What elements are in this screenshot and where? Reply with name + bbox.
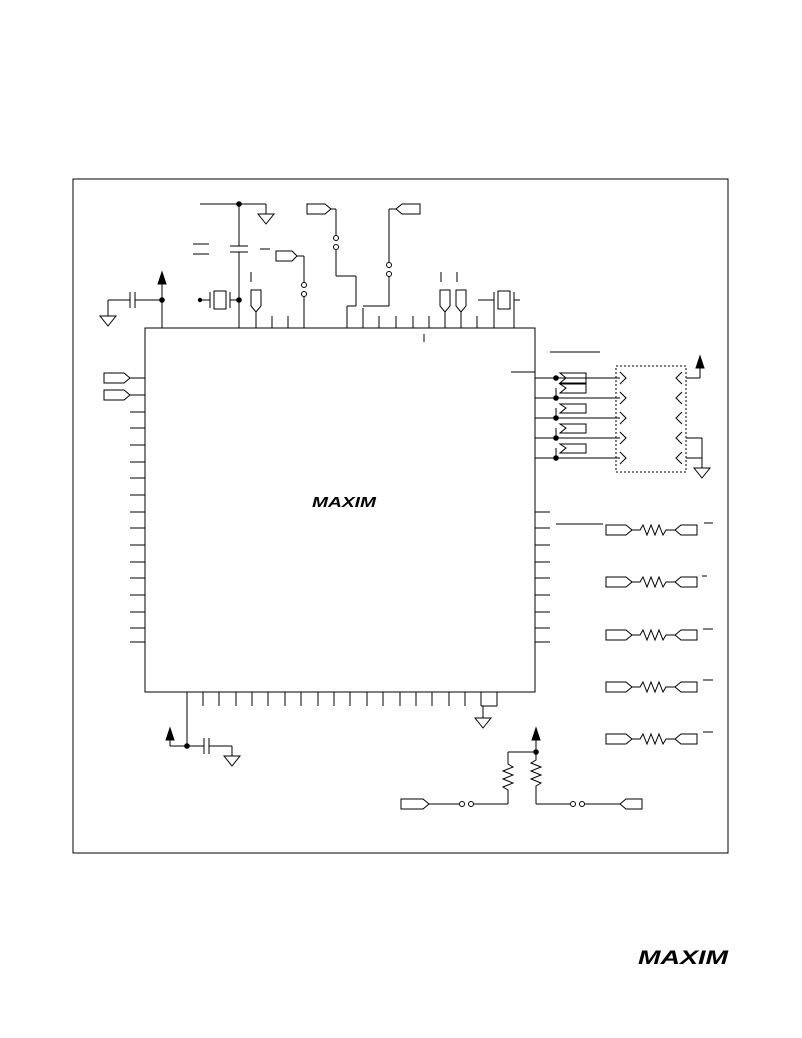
header-pins [619,354,712,479]
bottom-left-decoupling [165,706,242,767]
junction-dots [159,201,539,755]
bottom-pins [186,692,498,706]
right-output-bus [535,351,620,459]
resistor-rows [556,522,713,746]
right-pins [511,371,550,643]
right-output-dots [553,375,559,461]
crystal-right [478,290,520,310]
top-left-decoupling [98,270,167,327]
top-power-rail [193,203,276,300]
ic-body [144,327,536,693]
bottom-pullup-network [400,726,643,810]
top-pins [161,300,515,328]
left-input-connectors [103,372,131,401]
crystal-left [200,290,239,310]
top-connector-3 [363,203,421,307]
bottom-right-ground [473,705,497,729]
top-connector-2 [306,203,357,307]
top-connector-1 [275,250,307,300]
dashed-header-block [615,365,687,473]
chip-logo: MAXIM [312,494,377,511]
diagram-frame [72,178,729,854]
left-pins [130,377,145,643]
top-test-probes [250,272,467,313]
footer-logo: MAXIM [638,948,730,969]
